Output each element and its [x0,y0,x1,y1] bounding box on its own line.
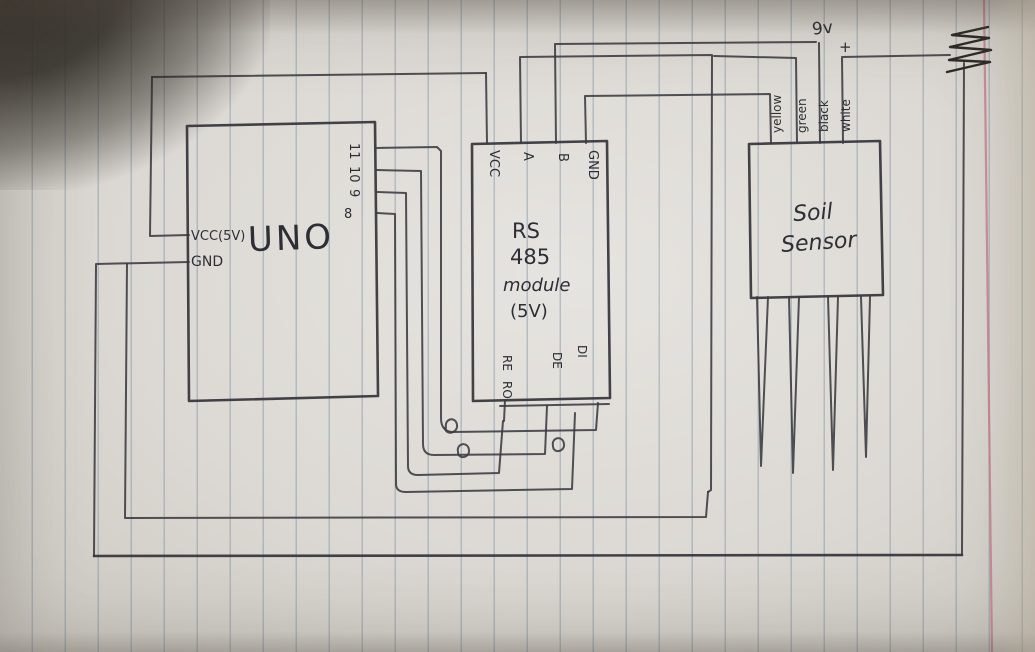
sensor-wire-green-label: green [795,98,809,133]
wire-gnd-left-rail [93,261,190,557]
rs485-di-label: DI [575,345,589,358]
uno-vcc-label: VCC(5V) [191,229,245,244]
wire-green-link [713,55,798,144]
uno-pin11-label: 11 [346,143,361,160]
sensor-label-line1: Soil [792,199,833,227]
wire-pin10-de [376,169,548,456]
soil-sensor-box [747,139,885,300]
wire-black [818,42,821,144]
wire-vcc-to-rs485 [485,72,488,144]
rs485-label-line3: module [503,275,570,296]
rs485-b-label: B [555,153,570,162]
stub-re-ro [503,399,506,422]
wire-b-rail [554,41,817,144]
wire-a-loop [519,54,713,493]
wire-loop-3 [551,437,566,452]
scribble-mark [945,25,993,74]
rs485-bottom-double-line [499,403,610,407]
rs485-gnd-label: GND [585,150,600,180]
rs485-a-label: A [520,152,535,161]
wire-vcc-to-uno [149,76,190,237]
rs485-label-line1: RS [512,219,540,243]
wire-second-left-rail [124,263,709,519]
wire-bottom-rail [92,553,964,558]
wire-loop-1 [444,418,459,434]
sensor-prong-4 [860,296,871,458]
rs485-label-line4: (5V) [510,301,548,322]
wire-loop-2 [456,443,471,458]
wire-gnd-to-yellow [584,93,772,144]
wire-white [841,54,951,144]
uno-box [185,120,380,403]
red-margin-line [982,0,994,652]
sensor-wire-black-label: black [817,100,831,132]
rs485-re-label: RE [500,355,514,371]
wire-right-rail [961,62,965,556]
sensor-wire-white-label: white [839,99,853,132]
sensor-wire-yellow-label: yellow [770,95,784,133]
rs485-vcc-label: VCC [486,150,501,177]
uno-pin9-label: 9 [346,189,361,197]
rs485-label-line2: 485 [510,245,550,269]
sensor-prong-3 [827,296,839,471]
wire-top-vcc-rail [151,72,487,78]
battery-plus-label: + [839,38,852,56]
uno-gnd-label: GND [191,254,223,270]
uno-pin8-label: 8 [344,207,352,222]
rs485-ro-label: RO [500,381,514,399]
wire-pin8-ro [376,212,576,493]
sensor-label-line2: Sensor [780,228,859,258]
sensor-prong-1 [756,296,769,467]
rs485-de-label: DE [550,352,564,369]
rs485-box [470,139,612,403]
sensor-prong-2 [788,296,800,474]
battery-voltage-label: 9v [811,18,834,40]
wire-pin9-re [376,191,504,476]
uno-pin10-label: 10 [346,166,361,183]
uno-label: UNO [247,217,334,260]
